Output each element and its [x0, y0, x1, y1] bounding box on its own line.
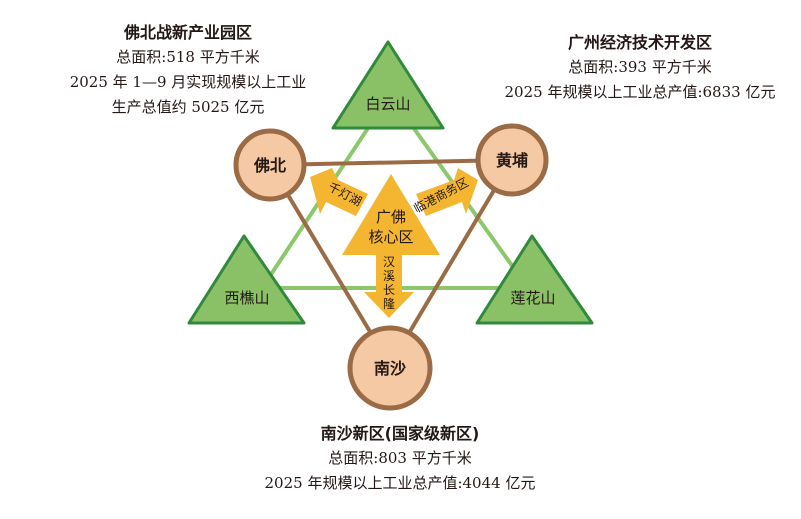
info-fobei-output-2: 生产总值约 5025 亿元 [111, 98, 265, 116]
arrow-lingang: 临港商务区 [411, 168, 478, 216]
zone-triangle-outline [266, 157, 516, 369]
arrow-hanxi-char-3: 长 [383, 283, 395, 297]
info-block-guangzhou: 广州经济技术开发区 总面积:393 平方千米 2025 年规模以上工业总产值:6… [480, 30, 800, 105]
node-fobei: 佛北 [233, 128, 307, 202]
mountain-lianhua-label: 莲花山 [510, 289, 555, 307]
info-nansha-title: 南沙新区(国家级新区) [320, 424, 480, 443]
mountain-lianhua: 莲花山 [475, 234, 594, 325]
info-nansha-output: 2025 年规模以上工业总产值:4044 亿元 [264, 474, 536, 492]
info-guangzhou-output: 2025 年规模以上工业总产值:6833 亿元 [504, 83, 776, 101]
node-huangpu: 黄埔 [475, 123, 549, 197]
mountain-xiqiao: 西樵山 [187, 234, 306, 325]
info-guangzhou-area: 总面积:393 平方千米 [568, 58, 712, 76]
node-fobei-label: 佛北 [253, 156, 286, 175]
node-huangpu-label: 黄埔 [496, 151, 528, 170]
info-fobei-title: 佛北战新产业园区 [123, 23, 252, 42]
arrow-hanxi-char-2: 溪 [383, 269, 395, 283]
mountain-baiyun-label: 白云山 [365, 95, 410, 113]
arrow-hanxi: 汉 溪 长 隆 [364, 252, 414, 318]
info-guangzhou-title: 广州经济技术开发区 [567, 33, 712, 52]
mountain-xiqiao-label: 西樵山 [224, 289, 269, 307]
info-fobei-area: 总面积:518 平方千米 [116, 48, 260, 66]
arrow-hanxi-char-4: 隆 [383, 296, 395, 311]
mountain-baiyun: 白云山 [331, 40, 445, 130]
node-nansha: 南沙 [347, 325, 433, 411]
info-block-fobei: 佛北战新产业园区 总面积:518 平方千米 2025 年 1—9 月实现规模以上… [38, 20, 338, 120]
core-label-line2: 核心区 [368, 228, 413, 246]
info-nansha-area: 总面积:803 平方千米 [328, 449, 472, 467]
core-label-line1: 广佛 [376, 208, 406, 226]
arrow-hanxi-char-1: 汉 [383, 255, 395, 269]
info-fobei-output-1: 2025 年 1—9 月实现规模以上工业 [69, 73, 307, 91]
core-area: 广佛 核心区 [342, 174, 440, 255]
info-block-nansha: 南沙新区(国家级新区) 总面积:803 平方千米 2025 年规模以上工业总产值… [200, 421, 600, 496]
node-nansha-label: 南沙 [374, 359, 406, 378]
